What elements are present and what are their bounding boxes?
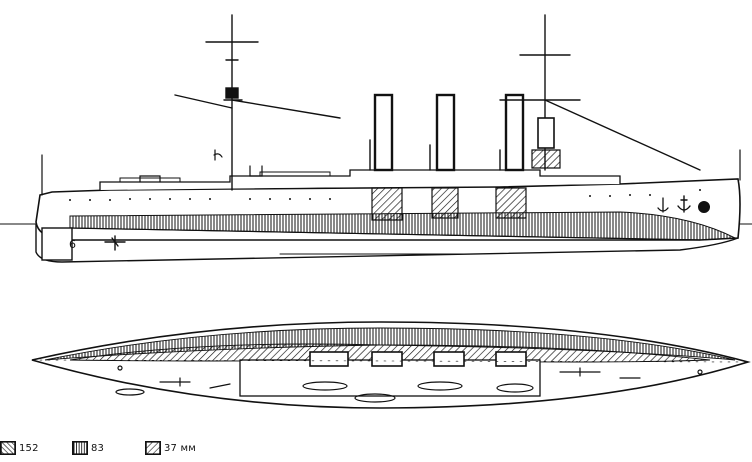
svg-text:6: 6 [69, 238, 76, 251]
funnel [373, 93, 394, 172]
anchor [677, 195, 691, 213]
boat [302, 381, 348, 391]
side-profile: 6 [0, 14, 752, 263]
legend-item-83: 83 [72, 438, 104, 458]
casemate [371, 187, 403, 221]
propeller [104, 235, 126, 251]
mast [499, 14, 701, 171]
superstructure [99, 169, 621, 191]
casemate [495, 187, 527, 219]
side-underwater-hull [35, 223, 739, 263]
hatch-forward-swatch [145, 441, 161, 455]
legend-label: 83 [91, 442, 105, 454]
boat [115, 388, 145, 396]
casemate [431, 187, 459, 219]
legend-label: 37 мм [164, 442, 196, 454]
funnel [435, 93, 456, 172]
armour-belt [69, 211, 737, 241]
legend-item-152: 152 [0, 438, 39, 458]
legend-label: 152 [19, 442, 39, 454]
portholes [69, 189, 701, 201]
hatch-backslash-swatch [0, 441, 16, 455]
plan-view [31, 321, 751, 409]
boat [496, 383, 534, 393]
boat [354, 393, 396, 403]
mast [174, 14, 341, 191]
legend-item-37mm: 37 мм [145, 438, 196, 458]
funnel [504, 93, 525, 172]
rudder [41, 227, 73, 261]
legend: 152 83 37 мм [0, 438, 752, 462]
boat [417, 381, 463, 391]
hatch-vertical-swatch [72, 441, 88, 455]
